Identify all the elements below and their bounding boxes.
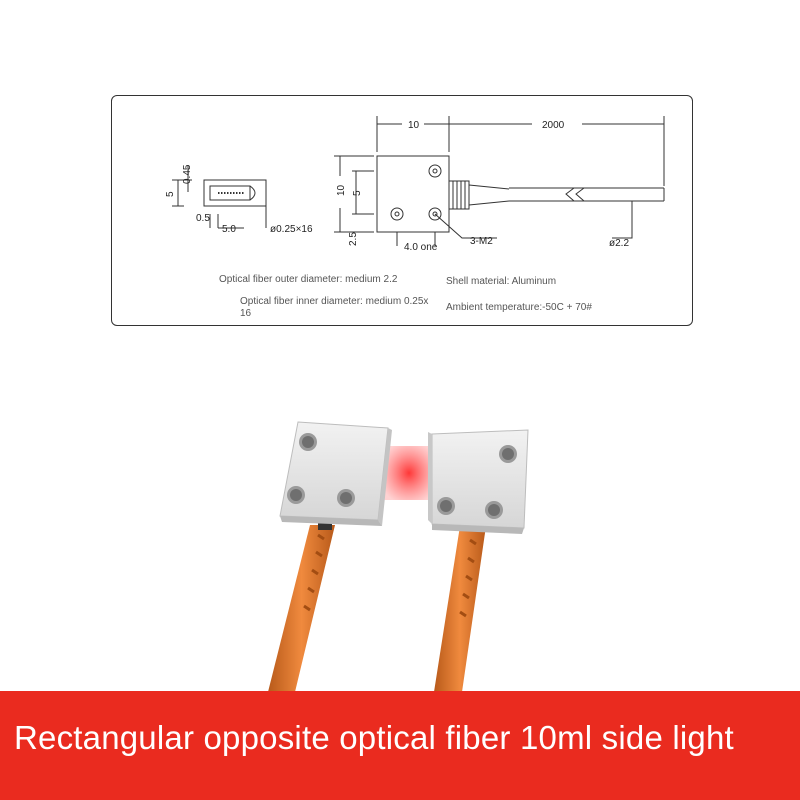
right-cable	[434, 526, 486, 692]
fiber-outer-diameter: Optical fiber outer diameter: medium 2.2	[219, 274, 398, 285]
product-photo	[268, 421, 529, 692]
ambient-temperature: Ambient temperature:-50C + 70#	[446, 302, 592, 313]
left-cable	[268, 512, 335, 692]
light-beam	[384, 446, 434, 500]
dim-hole-spacing-h: 4.0 one	[404, 242, 438, 253]
right-sensor-block	[428, 429, 529, 534]
dim-tip-thickness: 0.45	[182, 164, 193, 184]
dim-tip-length: 5.0	[222, 224, 236, 235]
dim-hole-spacing-v: 5	[352, 190, 363, 196]
product-title-banner: Rectangular opposite optical fiber 10ml …	[0, 691, 800, 800]
spec-drawing-panel: 5 0.45 0.5 5.0 ø0.25×16	[111, 95, 693, 326]
dim-tip-gap: 0.5	[196, 213, 210, 224]
dim-cable-length: 2000	[542, 120, 565, 131]
fiber-tip-view	[172, 166, 267, 229]
dim-tip-height: 5	[165, 191, 176, 197]
dim-screws: 3-M2	[470, 236, 493, 247]
dim-side-height: 10	[336, 184, 347, 196]
shell-material: Shell material: Aluminum	[446, 276, 557, 287]
fiber-inner-diameter: Optical fiber inner diameter: medium 0.2…	[240, 296, 429, 319]
dim-hole-bottom: 2.5	[348, 232, 359, 246]
dim-fiber-spec: ø0.25×16	[270, 224, 313, 235]
sensor-block-view	[334, 116, 665, 246]
product-title: Rectangular opposite optical fiber 10ml …	[14, 719, 734, 756]
technical-drawing: 5 0.45 0.5 5.0 ø0.25×16	[165, 116, 665, 253]
dim-width-top: 10	[408, 120, 420, 131]
dim-cable-diameter: ø2.2	[609, 238, 629, 249]
left-sensor-block	[279, 421, 392, 526]
